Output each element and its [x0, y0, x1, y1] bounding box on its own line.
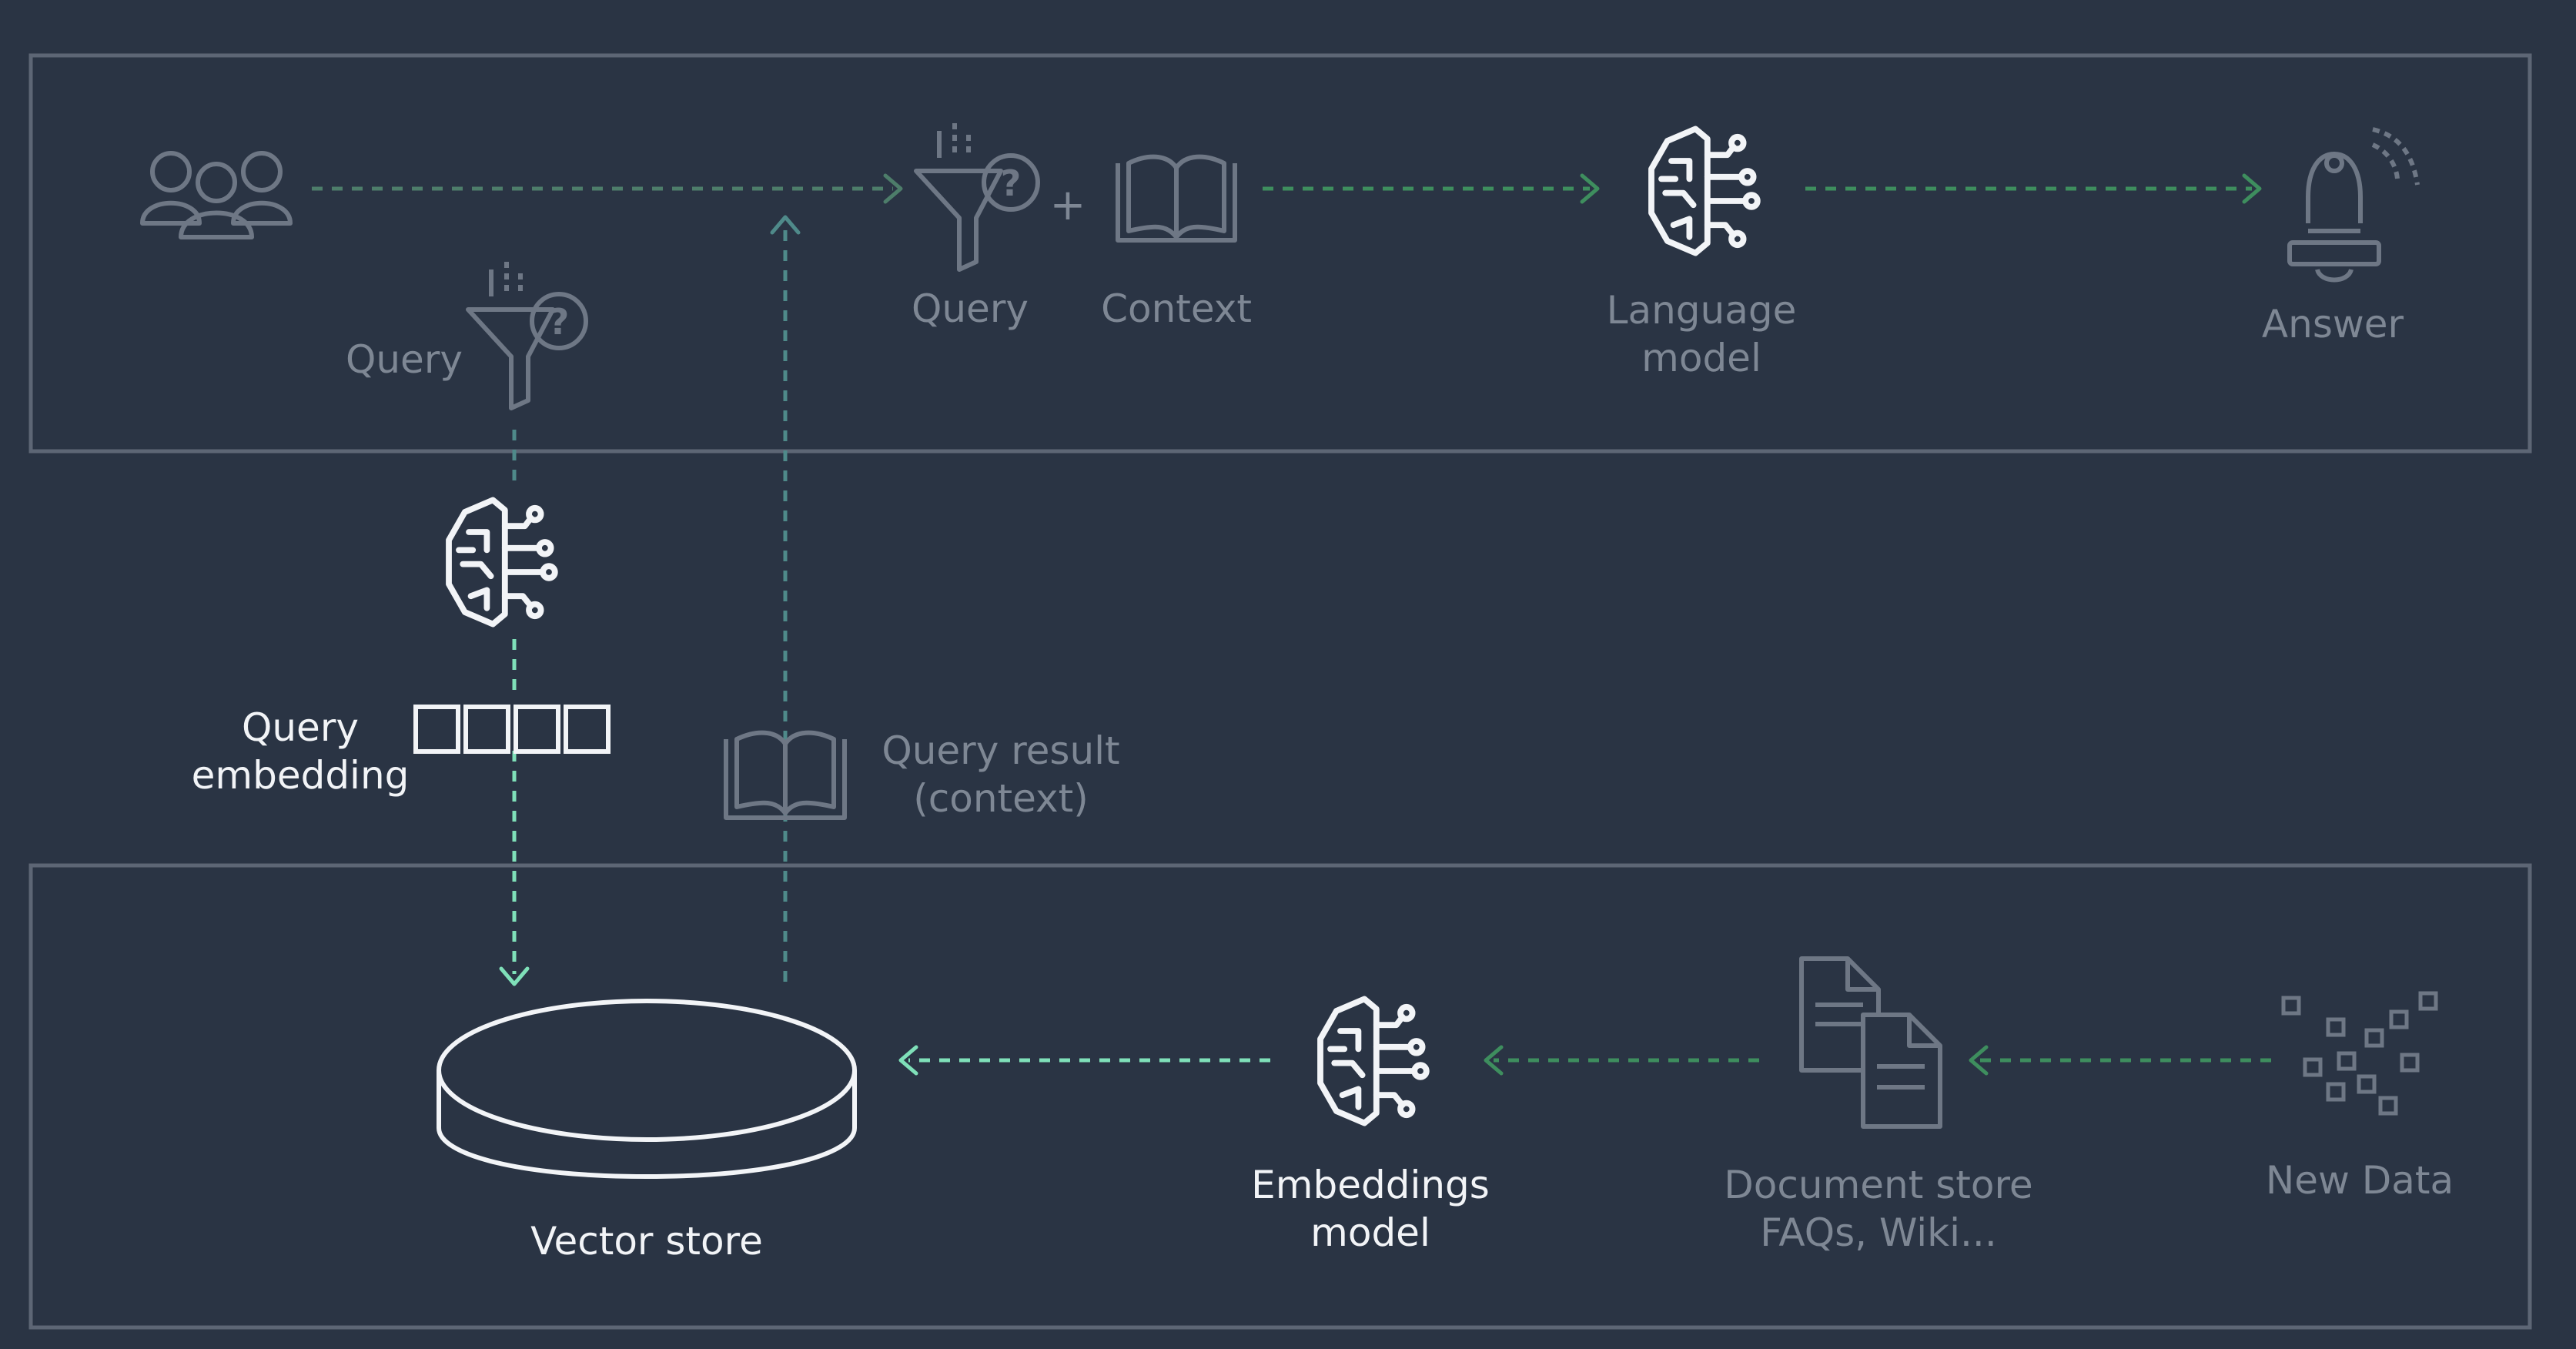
plus-sign: + — [1049, 180, 1086, 230]
brain-circuit-icon — [1317, 996, 1430, 1126]
arrowhead-language-model — [1580, 173, 1600, 204]
open-book-icon — [724, 730, 847, 820]
arrowhead-query — [883, 173, 903, 204]
funnel-question-icon — [466, 262, 588, 410]
ingestion-panel — [28, 863, 2532, 1330]
vector-store-label: Vector store — [530, 1219, 763, 1264]
database-disc-icon — [437, 999, 857, 1180]
documents-icon — [1799, 956, 1942, 1129]
brain-circuit-icon — [446, 497, 558, 628]
arrowhead-vector-store-left — [898, 1045, 918, 1076]
vector-cells-icon — [413, 705, 611, 754]
arrowhead-vector-store — [499, 966, 530, 986]
arrowhead-document-store — [1969, 1045, 1989, 1076]
bell-icon — [2287, 127, 2420, 283]
arrowhead-answer — [2242, 173, 2262, 204]
query-side-label: Query — [346, 337, 463, 382]
brain-circuit-icon — [1648, 126, 1761, 256]
new-data-label: New Data — [2265, 1158, 2454, 1203]
document-store-label: Document store FAQs, Wiki... — [1724, 1163, 2033, 1255]
question-mark-glyph: ? — [1001, 162, 1022, 204]
users-icon — [140, 151, 293, 239]
arrowhead-up-query — [770, 215, 801, 235]
query-result-label: Query result (context) — [882, 728, 1120, 821]
query-label: Query — [912, 286, 1029, 331]
query-embedding-label: Query embedding — [191, 705, 410, 798]
funnel-question-icon — [914, 123, 1040, 272]
answer-label: Answer — [2261, 302, 2404, 346]
query-flow-panel — [28, 53, 2532, 454]
open-book-icon — [1116, 154, 1237, 243]
scattered-data-icon — [2281, 991, 2438, 1116]
embeddings-model-label: Embeddings model — [1251, 1163, 1490, 1255]
context-label: Context — [1101, 286, 1252, 331]
language-model-label: Language model — [1606, 288, 1797, 380]
question-mark-glyph: ? — [549, 301, 570, 343]
arrowhead-embeddings-model — [1484, 1045, 1504, 1076]
